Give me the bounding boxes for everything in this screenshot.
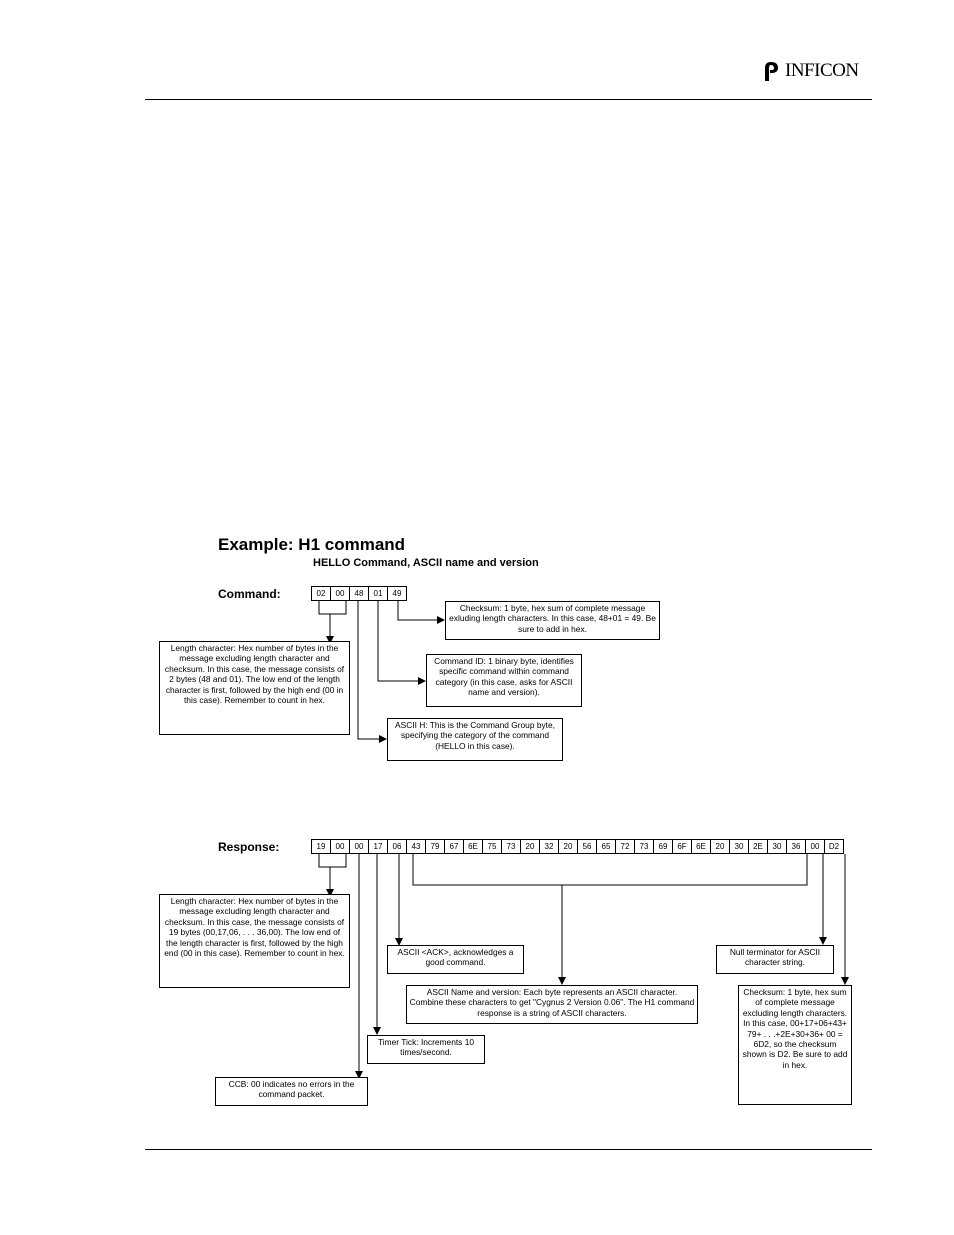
inficon-logo-icon [765,62,778,81]
inficon-logo: INFICON [760,58,859,84]
diagram-subtitle: HELLO Command, ASCII name and version [313,557,539,569]
command-id-note: Command ID: 1 binary byte, identifies sp… [426,654,582,707]
header-rule [145,99,872,100]
command-checksum-note: Checksum: 1 byte, hex sum of complete me… [445,601,660,640]
response-checksum-note: Checksum: 1 byte, hex sum of complete me… [738,985,852,1105]
timer-tick-note: Timer Tick: Increments 10 times/second. [367,1035,485,1064]
response-byte-cell: D2 [824,839,844,854]
response-label: Response: [218,840,280,854]
ccb-note: CCB: 00 indicates no errors in the comma… [215,1077,368,1106]
command-label: Command: [218,587,281,601]
logo-text: INFICON [785,60,859,81]
null-terminator-note: Null terminator for ASCII character stri… [716,945,834,974]
ascii-h-note: ASCII H: This is the Command Group byte,… [387,718,563,761]
command-length-note: Length character: Hex number of bytes in… [159,641,350,735]
footer-rule [145,1149,872,1150]
ack-note: ASCII <ACK>, acknowledges a good command… [387,945,524,974]
name-version-note: ASCII Name and version: Each byte repres… [406,985,698,1024]
response-length-note: Length character: Hex number of bytes in… [159,894,350,988]
diagram-title: Example: H1 command [218,535,406,554]
command-byte-cell: 49 [387,586,407,601]
